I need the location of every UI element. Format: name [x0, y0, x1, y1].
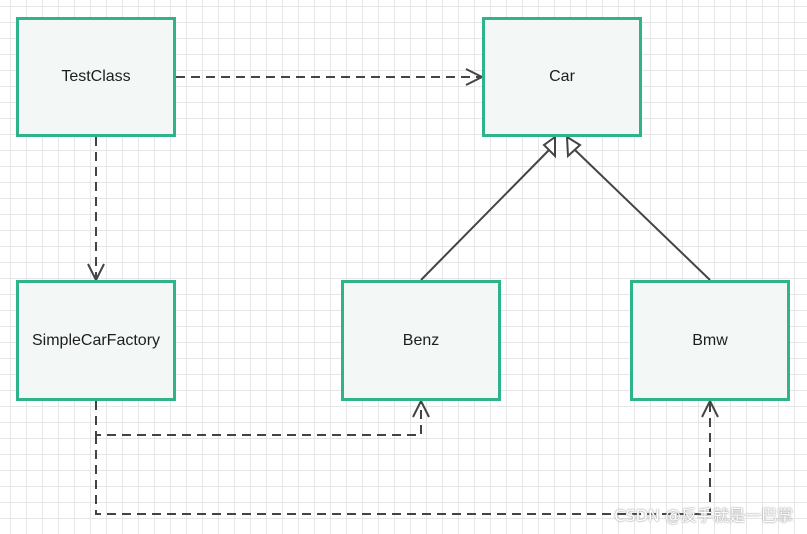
node-car[interactable]: Car [482, 17, 642, 137]
node-label: Benz [402, 331, 440, 349]
arrowhead-open-benz [412, 398, 430, 418]
edge-factory-benz [95, 401, 422, 436]
node-simplecarfactory[interactable]: SimpleCarFactory [16, 280, 176, 401]
arrowhead-hollow-bmw-car [565, 135, 582, 159]
node-benz[interactable]: Benz [341, 280, 501, 401]
edge-bmw-car [574, 149, 711, 281]
node-bmw[interactable]: Bmw [630, 280, 790, 401]
node-label: Bmw [692, 331, 728, 349]
arrowhead-open-bmw [701, 398, 719, 418]
node-testclass[interactable]: TestClass [16, 17, 176, 137]
node-label: SimpleCarFactory [31, 331, 161, 349]
node-label: TestClass [61, 68, 131, 85]
arrowhead-hollow-benz-car [542, 135, 556, 159]
edge-benz-car [420, 149, 550, 281]
edge-factory-bmw [95, 402, 711, 515]
node-label: Car [549, 68, 575, 85]
csdn-watermark: CSDN @反手就是一巴掌 [614, 506, 793, 525]
